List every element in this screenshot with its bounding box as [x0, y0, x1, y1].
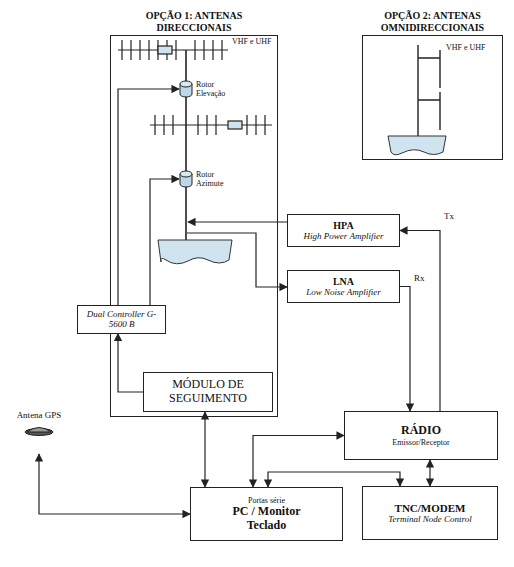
gps-dome: [25, 429, 53, 436]
option-panel: OPÇÃO 1: ANTENAS DIRECCIONAISRotor Eleva…: [110, 35, 278, 417]
rotor-symbol: [180, 81, 192, 87]
node-text: MÓDULO DE SEGUIMENTO: [149, 378, 267, 406]
signal-connector: [268, 472, 400, 487]
node-text: RÁDIO: [401, 424, 441, 438]
tracking-module-box: MÓDULO DE SEGUIMENTO: [143, 372, 273, 412]
node-text: HPA: [333, 220, 353, 232]
rotor-symbol: [179, 80, 193, 98]
amplifier-box: HPAHigh Power Amplifier: [287, 214, 400, 247]
signal-connector: [429, 460, 430, 486]
radio-box: RÁDIOEmissor/Receptor: [344, 411, 498, 460]
signal-label: Tx: [444, 212, 454, 222]
signal-connector: [118, 89, 179, 305]
node-text: Terminal Node Control: [388, 514, 471, 524]
signal-connector: [253, 436, 344, 488]
band-label: VHF e UHF: [232, 38, 272, 47]
gps-dome: [27, 428, 51, 433]
yagi-antenna: [150, 115, 272, 135]
node-text: PC / Monitor Teclado: [227, 505, 307, 533]
node-text: Rotor Azimute: [196, 170, 238, 188]
signal-connector: [400, 287, 410, 412]
signal-connector: [118, 334, 143, 392]
roof-base: [388, 136, 446, 155]
node-text: LNA: [333, 276, 354, 288]
node-text: Low Noise Amplifier: [306, 287, 380, 297]
signal-connector: [204, 412, 205, 487]
gps-dome: [23, 422, 55, 436]
panel-heading: OPÇÃO 1: ANTENAS DIRECCIONAIS: [119, 10, 269, 33]
node-text: Portas série: [248, 496, 285, 505]
node-text: High Power Amplifier: [304, 231, 384, 241]
controller-box: Dual Controller G-5600 B: [77, 305, 166, 334]
rotor: Rotor Azimute: [179, 170, 241, 190]
yagi-antenna: [118, 40, 228, 60]
signal-connector: [400, 231, 440, 412]
modem-box: TNC/MODEMTerminal Node Control: [362, 486, 498, 540]
roof-base: [158, 240, 232, 264]
band-label: VHF e UHF: [446, 44, 486, 53]
option-panel: OPÇÃO 2: ANTENAS OMNIDIRECCIONAIS: [362, 35, 503, 160]
rotor: Rotor Elevação: [179, 80, 241, 100]
computer-box: Portas sériePC / Monitor Teclado: [190, 487, 343, 541]
tx-feed-line: [188, 221, 287, 222]
panel-heading: OPÇÃO 2: ANTENAS OMNIDIRECCIONAIS: [358, 10, 508, 33]
amplifier-box: LNALow Noise Amplifier: [287, 270, 400, 303]
gps-antenna: Antena GPS: [10, 410, 68, 454]
signal-connector: [39, 454, 190, 514]
node-text: Rotor Elevação: [196, 80, 238, 98]
rotor-symbol: [179, 170, 193, 188]
antenna-mast: [185, 50, 187, 240]
omni-antenna: [418, 45, 440, 138]
node-text: Emissor/Receptor: [392, 438, 449, 447]
signal-connector: [150, 179, 179, 305]
rx-feed-line: [187, 233, 287, 287]
node-text: TNC/MODEM: [395, 502, 466, 515]
node-text: Antena GPS: [10, 410, 68, 420]
rotor-symbol: [180, 171, 192, 177]
signal-label: Rx: [414, 274, 425, 284]
node-text: Dual Controller G-5600 B: [83, 309, 160, 330]
